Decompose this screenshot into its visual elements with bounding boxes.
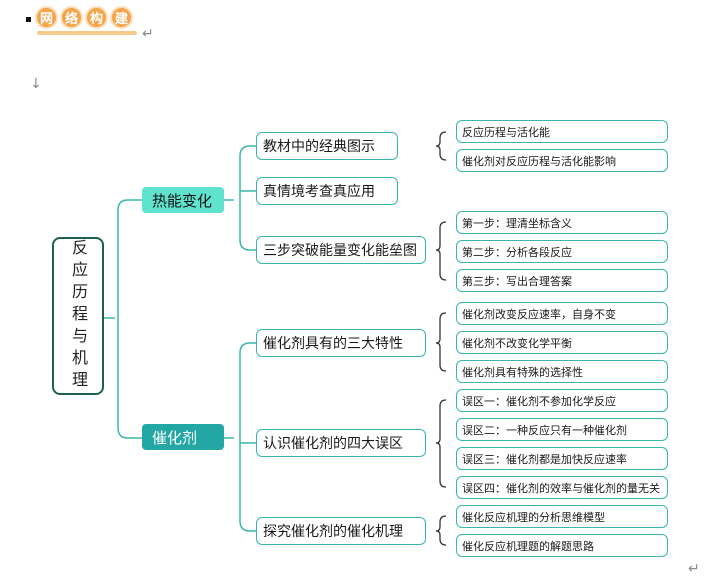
detail-item: 误区二：一种反应只有一种催化剂 [456,418,668,441]
detail-item: 催化剂对反应历程与活化能影响 [456,149,668,172]
detail-item: 催化反应机理题的解题思路 [456,534,668,557]
topic-four-misconceptions: 认识催化剂的四大误区 [256,429,426,457]
heading-underline [37,31,137,35]
detail-item: 催化反应机理的分析思维模型 [456,505,668,528]
detail-item: 催化剂改变反应速率，自身不变 [456,302,668,325]
detail-item: 催化剂具有特殊的选择性 [456,360,668,383]
topic-real-context: 真情境考查真应用 [256,177,398,205]
heading-char: 构 [85,6,108,29]
category-catalyst: 催化剂 [142,424,224,450]
topic-three-properties: 催化剂具有的三大特性 [256,329,426,357]
section-heading: 网 络 构 建 [35,6,135,36]
paragraph-mark: ↵ [142,26,154,42]
detail-item: 催化剂不改变化学平衡 [456,331,668,354]
topic-three-steps: 三步突破能量变化能垒图 [256,236,426,264]
topic-catalytic-mechanism: 探究催化剂的催化机理 [256,517,426,545]
detail-item: 误区四：催化剂的效率与催化剂的量无关 [456,476,668,499]
heading-char: 建 [110,6,133,29]
detail-item: 误区一：催化剂不参加化学反应 [456,389,668,412]
root-node: 反应历程与机理 [52,237,104,395]
detail-item: 第二步：分析各段反应 [456,240,668,263]
detail-item: 第三步：写出合理答案 [456,269,668,292]
root-label: 反应历程与机理 [69,239,88,393]
heading-char: 网 [35,6,58,29]
down-arrow-mark: ↓ [30,76,42,92]
detail-item: 误区三：催化剂都是加快反应速率 [456,447,668,470]
detail-item: 反应历程与活化能 [456,120,668,143]
topic-classic-figures: 教材中的经典图示 [256,132,398,160]
list-bullet [26,17,31,22]
paragraph-mark: ↵ [688,561,700,577]
heading-char: 络 [60,6,83,29]
category-thermal-change: 热能变化 [142,187,224,213]
detail-item: 第一步：理清坐标含义 [456,211,668,234]
